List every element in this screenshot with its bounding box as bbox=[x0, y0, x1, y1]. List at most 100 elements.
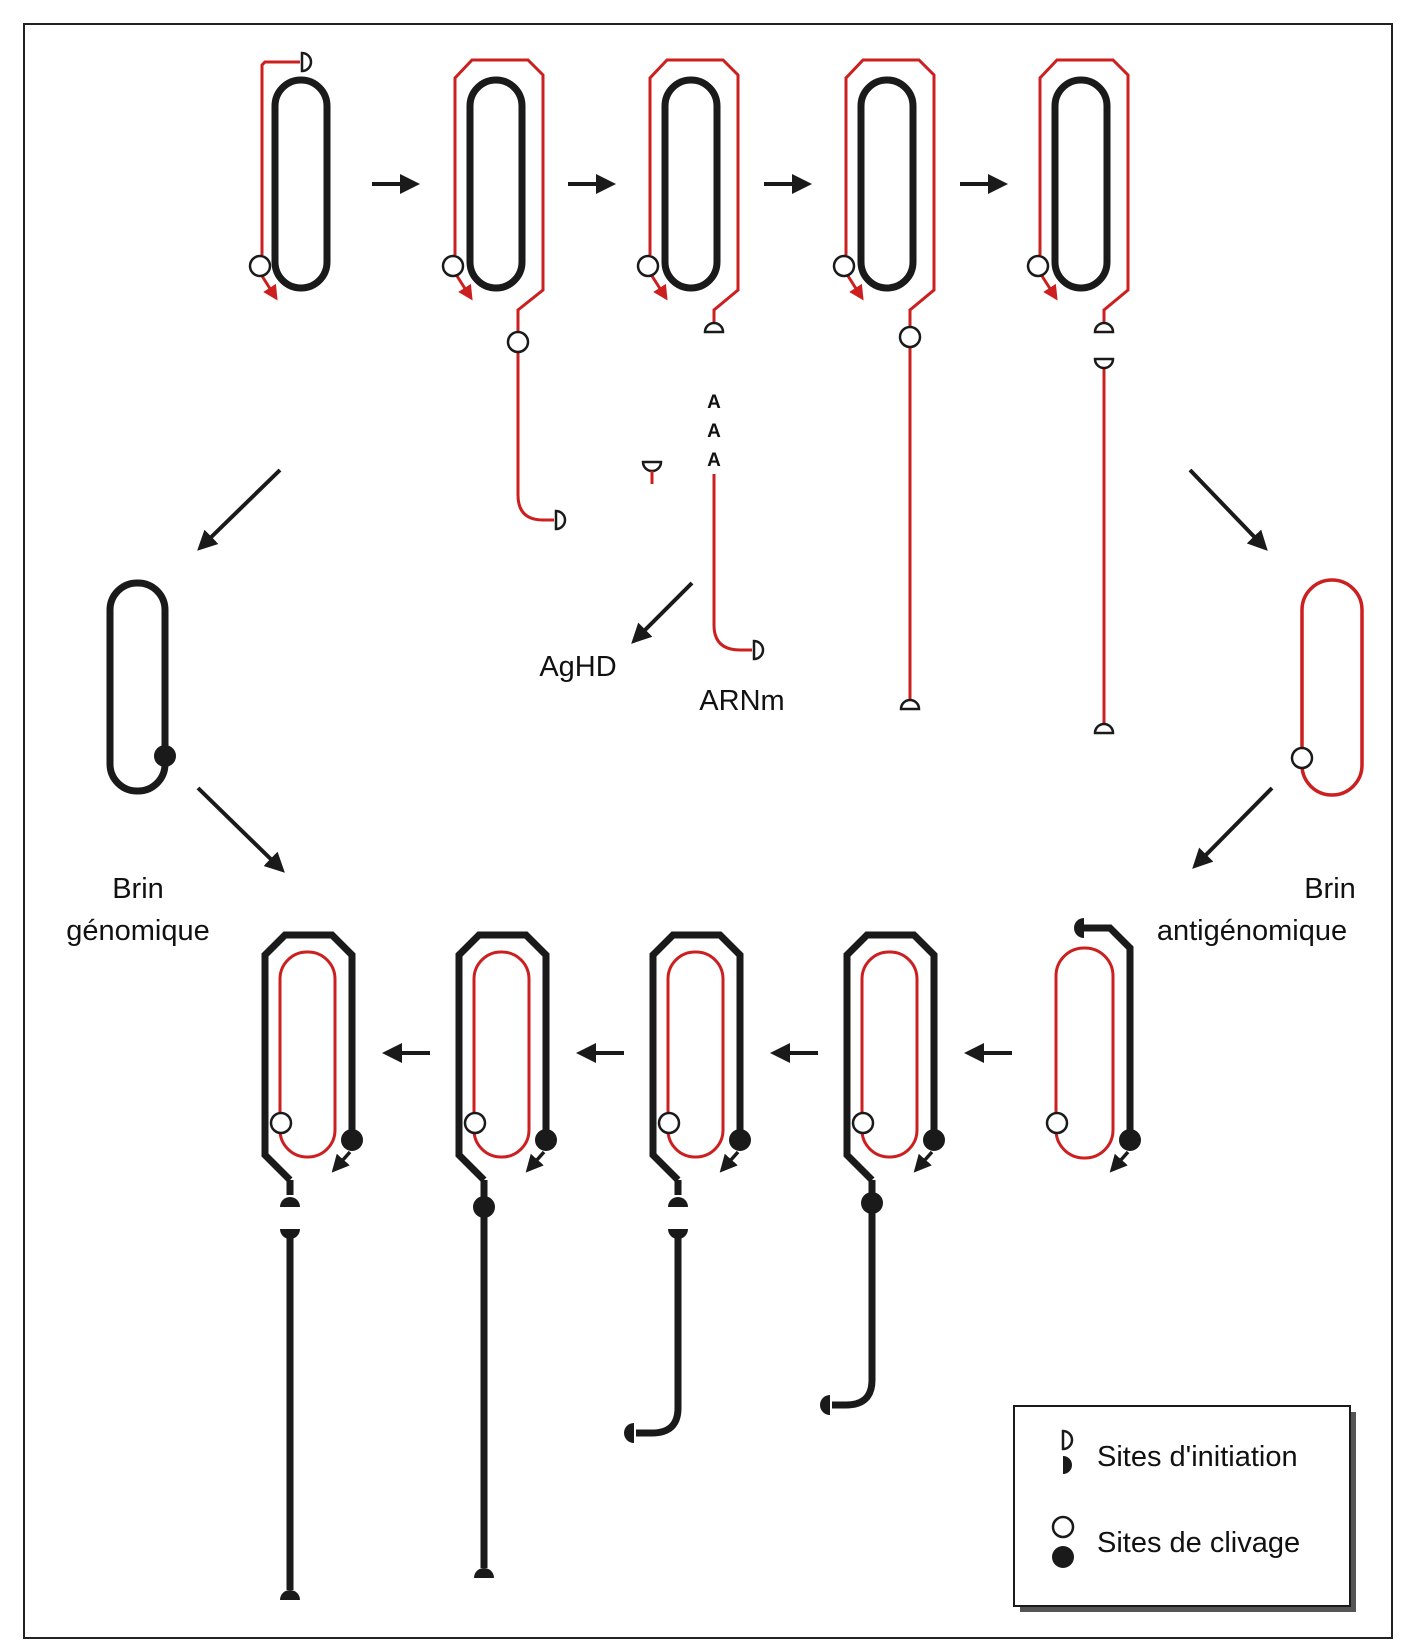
synthesis-arrow bbox=[846, 275, 864, 301]
figure-frame bbox=[23, 23, 1393, 1639]
mrna-strand bbox=[712, 474, 752, 652]
cleavage-site-filled-icon bbox=[729, 1129, 751, 1151]
antigenomic-strand bbox=[648, 58, 740, 323]
initiation-site-filled-icon bbox=[280, 1197, 300, 1207]
bottom-panel-3 bbox=[624, 931, 751, 1443]
genomic-strand bbox=[106, 579, 176, 795]
synthesis-arrow bbox=[260, 275, 278, 301]
initiation-site-open-icon bbox=[1061, 1429, 1074, 1451]
initiation-site-filled-icon bbox=[668, 1229, 688, 1239]
genomic-loop bbox=[661, 76, 721, 292]
initiation-site-open-icon bbox=[1093, 357, 1115, 370]
initiation-site-open-icon bbox=[899, 698, 921, 711]
top-panel-3: A A A bbox=[636, 58, 765, 661]
cleavage-site-open-icon bbox=[1290, 746, 1314, 770]
antigenomic-strand-label-1: Brin bbox=[1304, 873, 1356, 905]
poly-a-tail-1: A bbox=[707, 392, 721, 413]
antigenomic-loop bbox=[1300, 578, 1364, 797]
legend-initiation-label: Sites d'initiation bbox=[1097, 1441, 1298, 1473]
initiation-site-filled-icon bbox=[280, 1590, 300, 1600]
cleavage-site-open-icon bbox=[248, 254, 272, 278]
initiation-site-open-icon bbox=[1093, 321, 1115, 334]
initiation-site-open-icon bbox=[703, 321, 725, 334]
antigenomic-strand-label-2: antigénomique bbox=[1157, 915, 1347, 947]
synthesis-arrow bbox=[1040, 275, 1058, 301]
top-panel-1 bbox=[248, 51, 331, 301]
cleavage-site-filled-icon bbox=[535, 1129, 557, 1151]
antigenomic-tail bbox=[516, 352, 554, 522]
bottom-panel-4 bbox=[820, 931, 945, 1415]
initiation-site-filled-icon bbox=[474, 1568, 494, 1578]
antigenomic-template-loop bbox=[860, 950, 919, 1159]
cleavage-site-filled-icon bbox=[154, 745, 176, 767]
genomic-loop bbox=[466, 76, 526, 292]
synthesis-arrow bbox=[455, 275, 473, 301]
initiation-site-filled-icon bbox=[624, 1423, 634, 1443]
initiation-site-open-icon bbox=[752, 639, 765, 661]
synthesis-arrow bbox=[719, 1150, 740, 1173]
top-panel-4 bbox=[832, 58, 936, 711]
genomic-strand-outer bbox=[455, 931, 550, 1183]
cleavage-site-filled-icon bbox=[861, 1192, 883, 1214]
antigenomic-strand bbox=[1290, 578, 1364, 797]
synthesis-arrow bbox=[525, 1150, 546, 1173]
cleavage-site-open-icon bbox=[657, 1111, 681, 1135]
initiation-site-filled-icon bbox=[1063, 1456, 1072, 1474]
cleavage-site-open-icon bbox=[441, 254, 465, 278]
bottom-panel-5 bbox=[1045, 918, 1141, 1173]
genomic-loop bbox=[1051, 76, 1111, 292]
initiation-site-open-icon bbox=[1093, 722, 1115, 735]
cleavage-site-open-icon bbox=[269, 1111, 293, 1135]
initiation-site-open-icon bbox=[300, 51, 313, 73]
cleavage-site-open-icon bbox=[1026, 254, 1050, 278]
initiation-site-filled-icon bbox=[1074, 918, 1084, 938]
poly-a-tail-2: A bbox=[707, 421, 721, 442]
synthesis-arrow bbox=[331, 1150, 352, 1173]
antigenomic-template-loop bbox=[278, 950, 337, 1159]
cleavage-site-filled-icon bbox=[923, 1129, 945, 1151]
arrow-down-right bbox=[196, 786, 285, 873]
arnm-label: ARNm bbox=[699, 685, 784, 717]
synthesis-arrow bbox=[1109, 1150, 1130, 1173]
genomic-loop bbox=[106, 579, 169, 795]
initiation-site-open-icon bbox=[554, 509, 567, 531]
genomic-loop bbox=[271, 76, 331, 292]
bottom-panel-2 bbox=[455, 931, 557, 1578]
synthesis-arrow bbox=[913, 1150, 934, 1173]
antigenomic-template-loop bbox=[472, 950, 531, 1159]
synthesis-arrow bbox=[650, 275, 668, 301]
genomic-nascent-strand bbox=[1084, 924, 1134, 1130]
initiation-site-filled-icon bbox=[280, 1229, 300, 1239]
genomic-strand-outer bbox=[843, 931, 938, 1183]
arrow-down-left bbox=[1192, 786, 1274, 869]
top-panel-5 bbox=[1026, 58, 1130, 735]
cleavage-site-open-icon bbox=[1051, 1515, 1075, 1539]
genomic-product bbox=[636, 1237, 682, 1437]
arrow-down-right bbox=[1188, 468, 1268, 551]
legend-cleavage-label: Sites de clivage bbox=[1097, 1527, 1300, 1559]
cleavage-site-filled-icon bbox=[341, 1129, 363, 1151]
antigenomic-strand bbox=[260, 60, 300, 255]
cleavage-site-open-icon bbox=[506, 330, 530, 354]
cleavage-site-open-icon bbox=[463, 1111, 487, 1135]
aghd-label: AgHD bbox=[539, 651, 616, 683]
arrow-down-left bbox=[197, 468, 282, 551]
initiation-site-open-icon bbox=[641, 460, 663, 473]
genomic-strand-outer bbox=[649, 931, 744, 1183]
antigenomic-strand bbox=[844, 58, 936, 327]
cleavage-site-filled-icon bbox=[1119, 1129, 1141, 1151]
cleavage-site-open-icon bbox=[832, 254, 856, 278]
antigenomic-strand bbox=[453, 58, 545, 332]
poly-a-tail-3: A bbox=[707, 450, 721, 471]
top-panel-2 bbox=[441, 58, 567, 531]
cleavage-site-filled-icon bbox=[473, 1196, 495, 1218]
initiation-site-filled-icon bbox=[820, 1395, 830, 1415]
genomic-strand-label-2: génomique bbox=[66, 915, 210, 947]
legend: Sites d'initiation Sites de clivage bbox=[1013, 1405, 1356, 1612]
antigenomic-template-loop bbox=[1054, 946, 1115, 1160]
cleavage-site-filled-icon bbox=[1052, 1546, 1074, 1568]
genomic-strand-outer bbox=[261, 931, 356, 1183]
cleavage-site-open-icon bbox=[1045, 1111, 1069, 1135]
genomic-strand-label-1: Brin bbox=[112, 873, 164, 905]
